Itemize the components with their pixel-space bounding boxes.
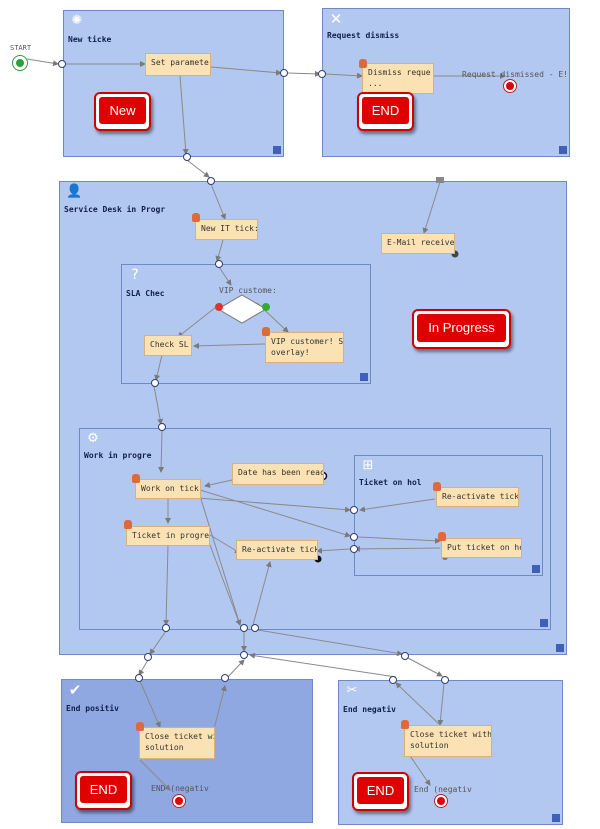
user-icon: 👤 xyxy=(66,184,83,199)
task-dismiss-request-label: Dismiss reque xyxy=(368,68,431,77)
vip-question-label: VIP custome: xyxy=(219,286,277,295)
task-date-reached[interactable]: Date has been reac! xyxy=(232,463,324,485)
manual-task-icon xyxy=(359,59,367,68)
task-reactivate-ticket-inner-label: Re-activate tick xyxy=(442,492,519,501)
callout-end-dismissed: END xyxy=(357,92,414,131)
manual-task-icon xyxy=(136,722,144,731)
connector-nodes xyxy=(58,60,449,684)
task-work-on-ticket-label: Work on tick: xyxy=(141,484,201,493)
end-event-positive[interactable] xyxy=(172,794,186,808)
mail-event-icon xyxy=(436,177,444,183)
manual-task-icon xyxy=(132,474,140,483)
checkmark-icon: ✔ xyxy=(68,681,82,699)
manual-task-icon xyxy=(433,482,441,491)
manual-task-icon xyxy=(438,532,446,541)
callout-end-dismissed-label: END xyxy=(362,97,409,124)
grid-icon: ⊞ xyxy=(362,458,374,473)
end-negative-label: End (negativ xyxy=(414,785,472,794)
resize-handle[interactable] xyxy=(532,565,540,573)
close-x-icon: ✕ xyxy=(329,10,343,28)
callout-in-progress-label: In Progress xyxy=(417,314,506,342)
state-end-negative-title: End negativ xyxy=(343,705,396,714)
state-service-desk-title: Service Desk in Progr xyxy=(64,205,166,214)
task-ticket-in-progress-label: Ticket in progre xyxy=(132,531,210,540)
task-close-positive-label-2: solution xyxy=(145,743,184,752)
task-ticket-in-progress[interactable]: Ticket in progre xyxy=(126,526,210,546)
gears-icon: ⚙ xyxy=(87,431,99,446)
task-put-on-hold[interactable]: Put ticket on ho xyxy=(441,538,522,558)
vip-decision-diamond xyxy=(217,294,267,324)
manual-task-icon xyxy=(124,520,132,529)
yes-branch-icon xyxy=(262,303,270,311)
manual-task-icon xyxy=(192,213,200,222)
state-ticket-on-hold-title: Ticket on hol xyxy=(359,478,422,487)
task-email-received-label: E-Mail receive xyxy=(387,238,455,247)
resize-handle[interactable] xyxy=(556,644,564,652)
callout-end-positive: END xyxy=(75,771,132,810)
task-check-sla[interactable]: Check SL xyxy=(144,335,192,356)
callout-end-positive-label: END xyxy=(80,776,127,803)
state-sla-check-title: SLA Chec xyxy=(126,289,165,298)
callout-end-negative-label: END xyxy=(357,777,404,804)
resize-handle[interactable] xyxy=(559,146,567,154)
task-close-positive-label-1: Close ticket wi xyxy=(145,732,215,741)
task-reactivate-ticket-outer-label: Re-activate tick xyxy=(242,545,318,554)
task-dismiss-request-label-2: ... xyxy=(368,79,383,88)
task-close-negative-label-2: solution xyxy=(410,741,449,750)
state-new-ticket[interactable]: ✺ New ticke xyxy=(63,10,284,157)
state-sla-check[interactable]: ? SLA Chec xyxy=(121,264,371,384)
task-work-on-ticket[interactable]: Work on tick: xyxy=(135,479,201,499)
transition-lines xyxy=(26,58,506,791)
task-vip-customer[interactable]: VIP customer! S overlay! xyxy=(265,332,344,363)
task-vip-customer-label-1: VIP customer! S xyxy=(271,337,344,346)
state-request-dismissed-title: Request dismiss xyxy=(327,31,400,40)
task-set-parameters-label: Set paramete: xyxy=(151,58,211,67)
task-email-received[interactable]: E-Mail receive xyxy=(381,233,455,254)
manual-task-icon xyxy=(401,720,409,729)
task-close-negative-label-1: Close ticket with: xyxy=(410,730,492,739)
task-close-negative[interactable]: Close ticket with: solution xyxy=(404,725,492,757)
task-dismiss-request[interactable]: Dismiss reque ... xyxy=(362,63,434,94)
callout-in-progress: In Progress xyxy=(412,309,511,349)
end-event-dismissed[interactable] xyxy=(503,79,517,93)
manual-task-icon xyxy=(262,327,270,336)
task-date-reached-label: Date has been reac! xyxy=(238,468,324,477)
start-event[interactable] xyxy=(12,55,28,71)
callout-end-negative: END xyxy=(352,772,409,811)
new-ticket-icon: ✺ xyxy=(71,13,83,28)
resize-handle[interactable] xyxy=(360,373,368,381)
no-branch-icon xyxy=(215,303,223,311)
request-dismissed-end-label: Request dismissed - E! xyxy=(462,70,568,79)
state-new-ticket-title: New ticke xyxy=(68,35,112,44)
start-label: START xyxy=(10,44,32,52)
task-reactivate-ticket-inner[interactable]: Re-activate tick xyxy=(436,487,519,507)
task-check-sla-label: Check SL xyxy=(150,340,189,349)
task-new-it-ticket[interactable]: New IT tick: xyxy=(195,219,258,240)
resize-handle[interactable] xyxy=(540,619,548,627)
task-close-positive[interactable]: Close ticket wi solution xyxy=(139,727,215,759)
callout-new: New xyxy=(94,92,151,131)
resize-handle[interactable] xyxy=(552,814,560,822)
task-put-on-hold-label: Put ticket on ho xyxy=(447,543,522,552)
task-new-it-ticket-label: New IT tick: xyxy=(201,224,258,233)
task-reactivate-ticket-outer[interactable]: Re-activate tick xyxy=(236,540,318,560)
end-positive-label: END (negativ xyxy=(151,784,209,793)
question-icon: ? xyxy=(131,267,139,283)
state-work-in-progress-title: Work in progre xyxy=(84,451,152,460)
task-set-parameters[interactable]: Set paramete: xyxy=(145,53,211,76)
callout-new-label: New xyxy=(99,97,146,124)
task-vip-customer-label-2: overlay! xyxy=(271,348,310,357)
state-end-positive-title: End positiv xyxy=(66,704,119,713)
resize-handle[interactable] xyxy=(273,146,281,154)
broken-icon: ✂ xyxy=(346,683,358,698)
end-event-negative[interactable] xyxy=(434,794,448,808)
